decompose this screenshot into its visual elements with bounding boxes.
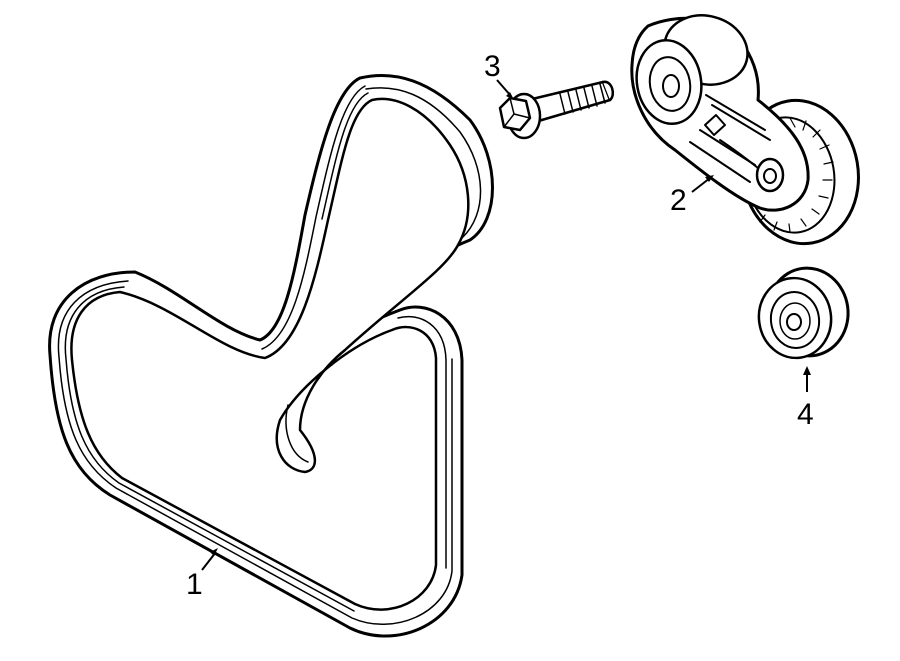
serpentine-belt bbox=[48, 74, 494, 638]
callout-3: 3 bbox=[484, 50, 501, 83]
callout-1: 1 bbox=[186, 568, 203, 601]
callout-leaders bbox=[201, 79, 811, 571]
callout-4: 4 bbox=[797, 398, 814, 431]
arrowhead-2 bbox=[705, 175, 714, 182]
leader-line-3 bbox=[496, 79, 512, 97]
belt-tensioner bbox=[630, 14, 860, 246]
callout-2: 2 bbox=[670, 184, 687, 217]
arrowhead-3 bbox=[506, 92, 514, 100]
idler-pulley bbox=[757, 266, 850, 360]
leader-line-2 bbox=[691, 177, 711, 193]
arrowhead-4 bbox=[803, 366, 811, 375]
arrowhead-1 bbox=[210, 548, 218, 556]
tensioner-bolt bbox=[498, 80, 615, 140]
